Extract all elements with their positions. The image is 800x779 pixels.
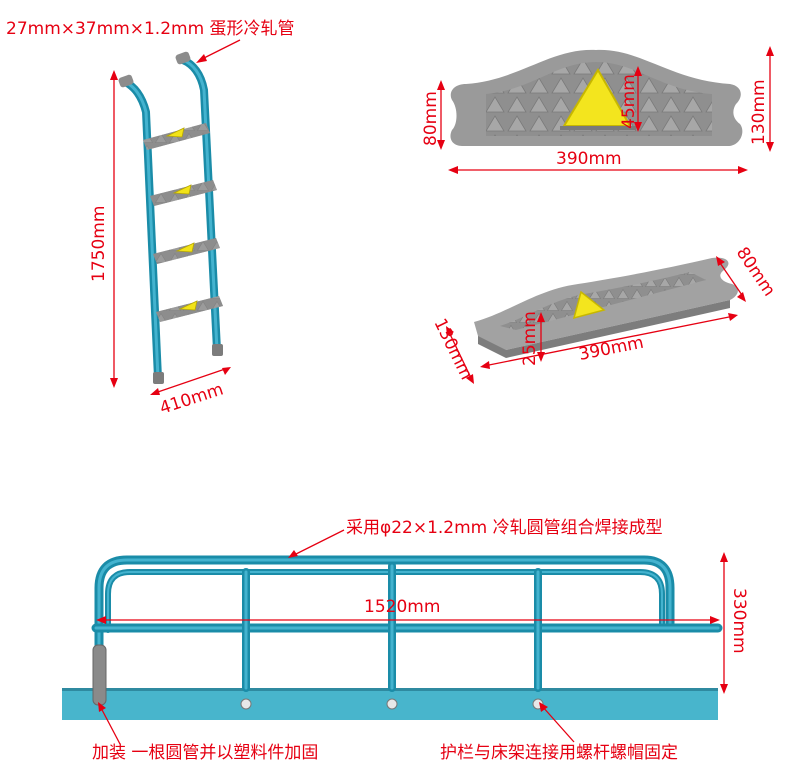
ladder-width-dim-line [151, 367, 229, 395]
ladder-illustration [118, 51, 223, 384]
bed-frame [62, 688, 718, 720]
ladder-left-top-cap [118, 74, 134, 88]
bolt-2 [386, 698, 398, 710]
ladder-step-4 [156, 296, 223, 322]
ladder-step-2 [150, 180, 217, 206]
step-top-annotations: 390mm 80mm 130mm 45mm [421, 46, 774, 174]
step-angled-thickness-label: 25mm [520, 311, 540, 366]
ladder-height-label: 1750mm [89, 206, 109, 282]
guardrail-annotations: 采用φ22×1.2mm 冷轧圆管组合焊接成型 1520mm 330mm 加装 一… [92, 518, 749, 763]
step-top-end-height-label: 80mm [421, 91, 441, 146]
ladder-left-rail [121, 78, 162, 382]
step-angled-max-height-label: 130mm [430, 315, 477, 383]
ladder-step-1 [143, 123, 210, 150]
guardrail-length-label: 1520mm [364, 597, 440, 617]
step-top-width-label: 390mm [556, 149, 622, 169]
ladder-tube-spec: 27mm×37mm×1.2mm 蛋形冷轧管 [6, 19, 295, 39]
guardrail-left-note: 加装 一根圆管并以塑料件加固 [92, 743, 318, 763]
ladder-right-top-cap [175, 51, 191, 65]
step-angled-warning-triangle [572, 290, 606, 320]
guardrail-height-label: 330mm [729, 588, 749, 654]
step-top-max-height-label: 130mm [749, 79, 769, 145]
guardrail-illustration [91, 555, 723, 706]
step-top-view [450, 49, 743, 146]
bolt-1 [240, 698, 252, 710]
guardrail-plastic-reinforcement [92, 644, 107, 706]
ladder-left-foot [153, 372, 164, 384]
guardrail-right-note: 护栏与床架连接用螺杆螺帽固定 [440, 743, 678, 763]
ladder-step-3 [153, 238, 220, 264]
ladder-right-foot [212, 344, 223, 356]
guardrail-spec-label: 采用φ22×1.2mm 冷轧圆管组合焊接成型 [346, 518, 663, 538]
ladder-width-label: 410mm [157, 379, 226, 418]
step-top-triangle-label: 45mm [619, 74, 639, 129]
